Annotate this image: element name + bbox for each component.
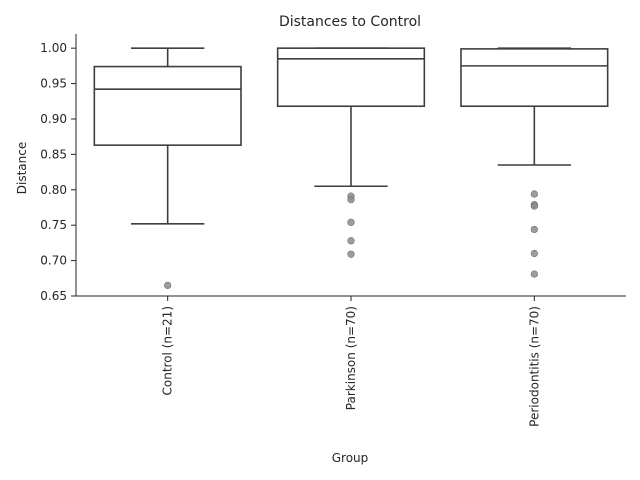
- box-group: [460, 47, 609, 278]
- outlier-point: [530, 270, 538, 278]
- box-iqr: [276, 47, 426, 108]
- outlier-point: [347, 237, 355, 245]
- y-tick-label: 0.90: [40, 112, 67, 126]
- y-tick-label: 0.75: [40, 218, 67, 232]
- outlier-point: [347, 250, 355, 258]
- x-axis-label: Group: [332, 451, 369, 465]
- y-axis: 0.65 0.70 0.75 0.80 0.85 0.90 0.95 1.00: [40, 34, 77, 303]
- box-group: [276, 47, 426, 258]
- outlier-point: [347, 218, 355, 226]
- y-tick-label: 1.00: [40, 41, 67, 55]
- box-iqr: [460, 48, 609, 108]
- outlier-point: [530, 202, 538, 210]
- y-tick-label: 0.80: [40, 183, 67, 197]
- y-tick-label: 0.70: [40, 254, 67, 268]
- box-iqr: [93, 65, 242, 146]
- x-tick-label: Parkinson (n=70): [344, 306, 358, 410]
- outlier-point: [164, 281, 172, 289]
- boxes-layer: [93, 47, 609, 289]
- outlier-point: [530, 249, 538, 258]
- y-tick-label: 0.85: [40, 147, 67, 161]
- box-group: [93, 47, 242, 289]
- outlier-point: [530, 225, 538, 234]
- outlier-point: [347, 196, 355, 204]
- x-tick-label: Periodontitis (n=70): [527, 306, 541, 427]
- x-tick-label: Control (n=21): [161, 306, 175, 395]
- y-axis-label: Distance: [15, 142, 29, 194]
- y-tick-label: 0.95: [40, 77, 67, 91]
- y-tick-label: 0.65: [40, 289, 67, 303]
- x-axis: Control (n=21) Parkinson (n=70) Periodonti…: [76, 295, 626, 427]
- chart-title: Distances to Control: [279, 14, 421, 30]
- outlier-point: [530, 190, 538, 198]
